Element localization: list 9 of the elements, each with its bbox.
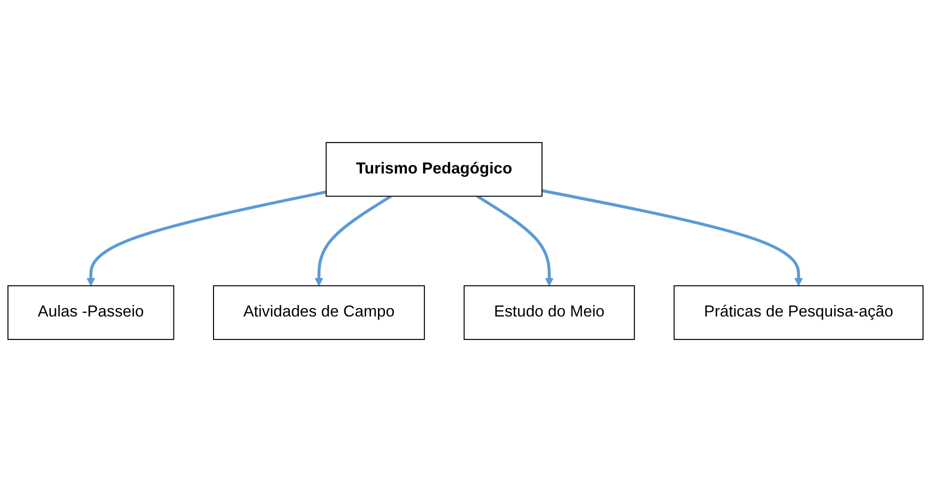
node-box: Estudo do Meio	[464, 285, 635, 340]
node-box: Atividades de Campo	[213, 285, 425, 340]
arrow	[476, 194, 554, 286]
arrow	[542, 189, 803, 286]
arrow	[86, 190, 326, 286]
node-box: Práticas de Pesquisa-ação	[674, 285, 924, 340]
node-box: Aulas -Passeio	[7, 285, 174, 340]
node-box: Turismo Pedagógico	[326, 142, 543, 197]
arrow	[314, 194, 392, 286]
